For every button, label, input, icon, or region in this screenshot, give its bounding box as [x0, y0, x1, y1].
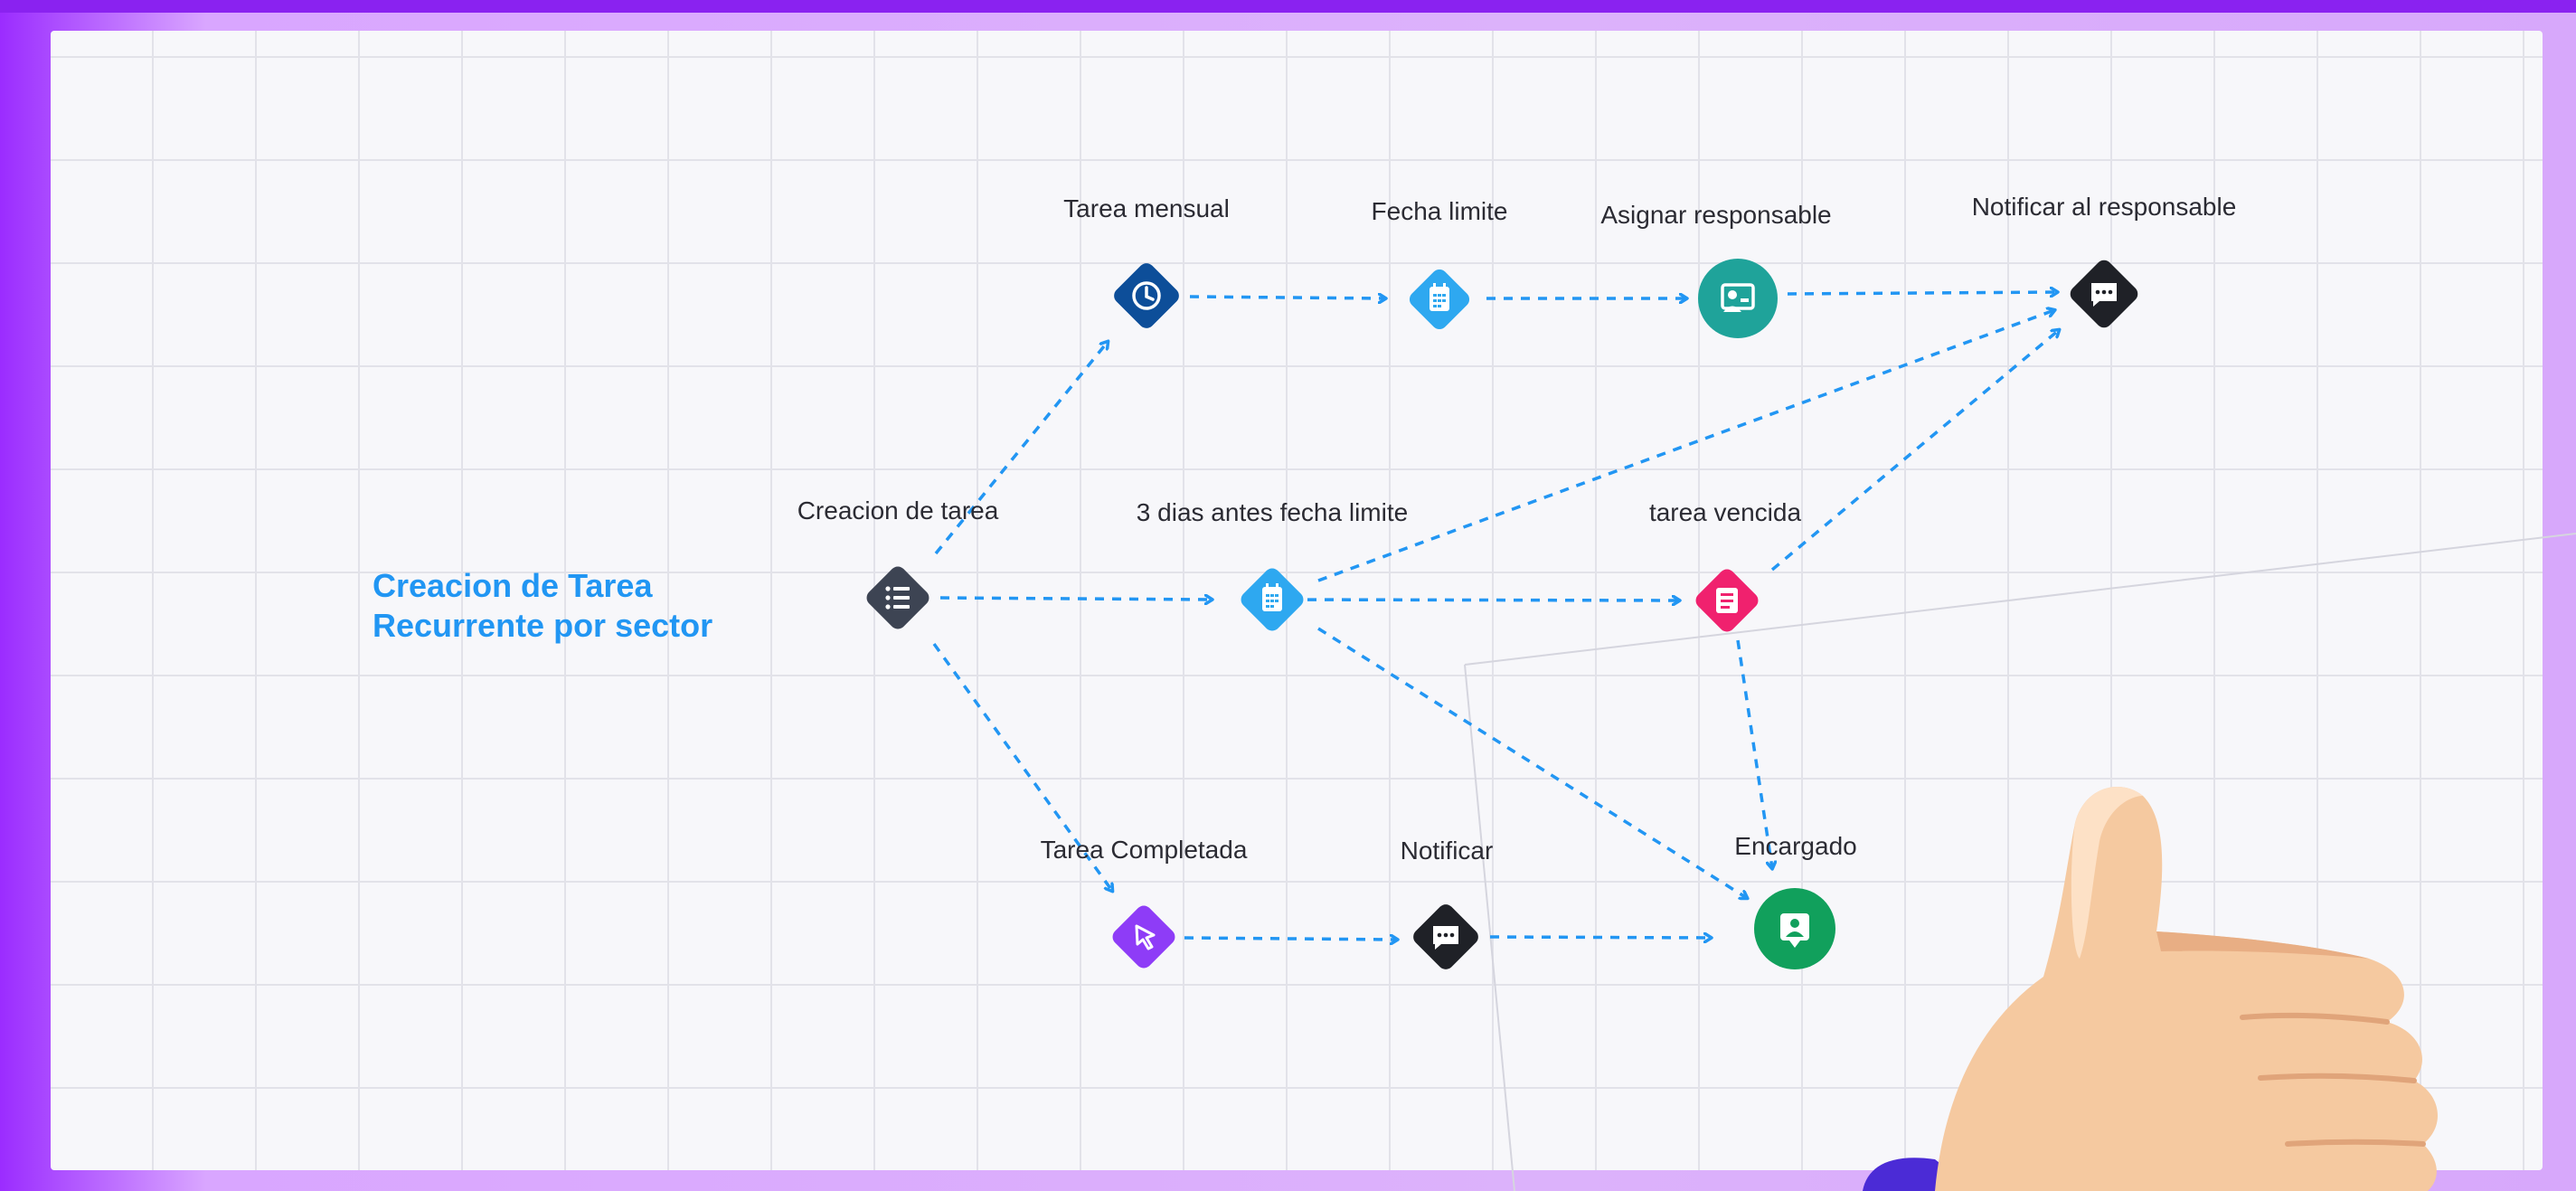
node-label: Encargado [1734, 832, 1856, 860]
edge-vencida-encargado [1736, 639, 1772, 868]
background-guide-line [1464, 664, 1515, 1191]
edge-notificar-encargado [1489, 937, 1711, 938]
window-top-bar [0, 0, 2576, 13]
calendar-icon [1262, 583, 1282, 611]
node-label: Tarea mensual [1063, 194, 1230, 222]
node-label: Fecha limite [1372, 197, 1508, 225]
node-label: tarea vencida [1649, 498, 1802, 526]
cursor-icon [1135, 924, 1156, 950]
edge-vencida-notificar-resp [1770, 330, 2059, 572]
clock-icon [1132, 281, 1161, 310]
edge-mensual-fecha [1189, 297, 1385, 298]
node-tarea-mensual[interactable]: Tarea mensual [1063, 194, 1230, 332]
node-shape [1112, 905, 1175, 969]
node-label: Notificar al responsable [1972, 193, 2237, 221]
diagram-title-line1: Creacion de Tarea [373, 567, 653, 604]
person-card-icon [1780, 913, 1809, 948]
calendar-icon [1430, 283, 1449, 311]
chat-icon [1433, 926, 1458, 950]
thumbs-up-illustration [1863, 787, 2439, 1191]
node-tarea-vencida[interactable]: tarea vencida [1649, 498, 1802, 635]
node-notificar-al-responsable[interactable]: Notificar al responsable [1972, 193, 2237, 331]
node-label: 3 dias antes fecha limite [1137, 498, 1408, 526]
diagram-title: Creacion de Tarea Recurrente por sector [373, 566, 788, 646]
node-notificar[interactable]: Notificar [1401, 837, 1494, 973]
node-3-dias-antes-fecha-limite[interactable]: 3 dias antes fecha limite [1137, 498, 1408, 634]
node-tarea-completada[interactable]: Tarea Completada [1041, 836, 1248, 971]
edge-tres-dias-notificar-resp [1317, 310, 2054, 582]
node-label: Creacion de tarea [797, 496, 999, 525]
background-guide-line [1464, 533, 2576, 666]
node-shape [1698, 259, 1778, 338]
chat-icon [2091, 283, 2117, 307]
node-label: Notificar [1401, 837, 1494, 865]
document-icon [1716, 588, 1738, 613]
edge-creacion-mensual [934, 342, 1108, 555]
edge-tres-dias-encargado [1317, 627, 1747, 898]
edge-creacion-tres-dias [939, 598, 1212, 600]
edge-completada-notificar [1184, 938, 1397, 940]
node-fecha-limite[interactable]: Fecha limite [1372, 197, 1508, 333]
node-asignar-responsable[interactable]: Asignar responsable [1600, 201, 1832, 338]
edge-asignar-notificar-resp [1787, 292, 2057, 294]
list-icon [885, 586, 910, 610]
node-label: Asignar responsable [1600, 201, 1831, 229]
node-label: Tarea Completada [1041, 836, 1248, 864]
diagram-title-line2: Recurrente por sector [373, 607, 713, 644]
node-creacion-de-tarea[interactable]: Creacion de tarea [797, 496, 999, 632]
assign-screen-icon [1721, 283, 1755, 312]
node-encargado[interactable]: Encargado [1734, 832, 1857, 969]
